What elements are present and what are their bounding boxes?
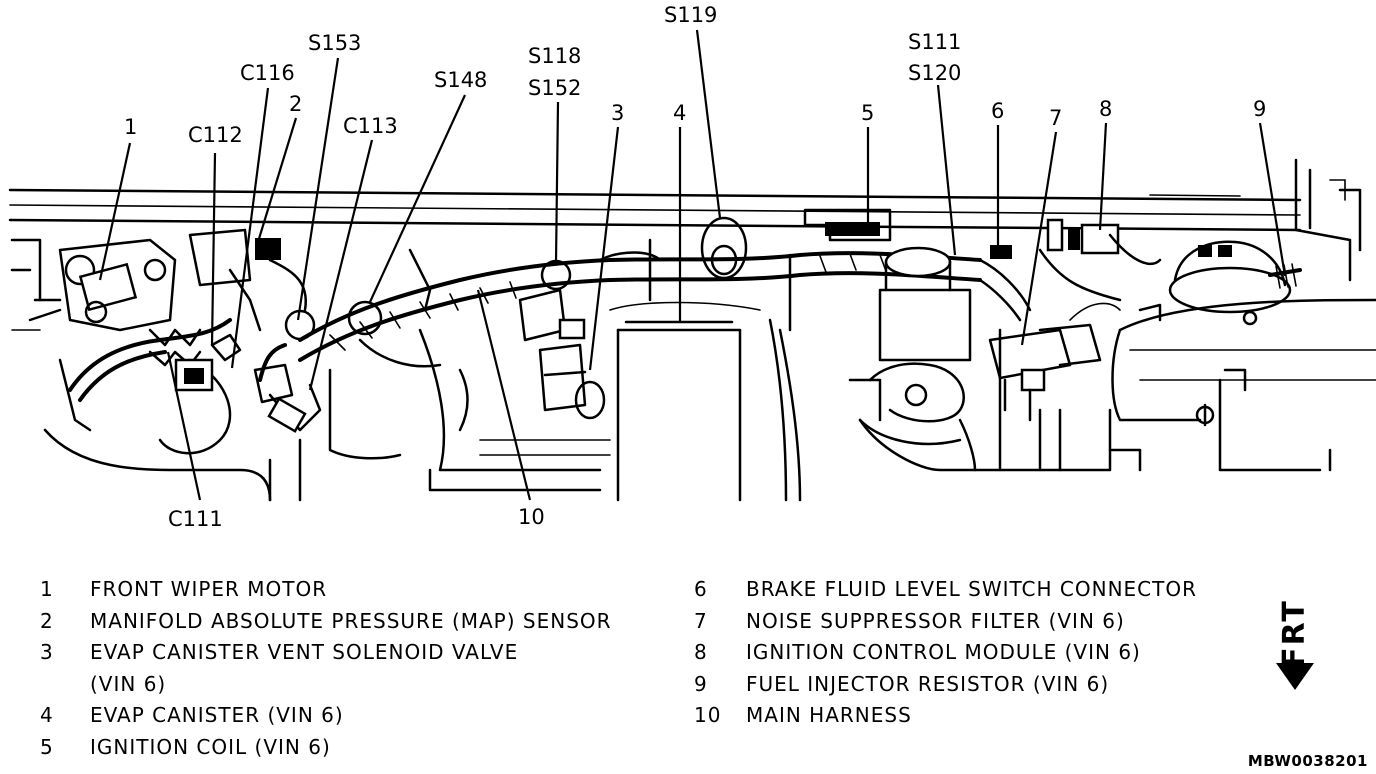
callout-2: 2 bbox=[289, 92, 302, 116]
engine-bay-structure bbox=[43, 298, 1376, 502]
map-sensor bbox=[188, 228, 316, 341]
legend-number: 9 bbox=[694, 671, 708, 696]
callout-8: 8 bbox=[1099, 97, 1112, 121]
callout-s120: S120 bbox=[908, 61, 961, 85]
callout-c113: C113 bbox=[343, 114, 398, 138]
fuel-injector-resistor bbox=[1138, 240, 1302, 326]
legend-text: EVAP CANISTER (VIN 6) bbox=[90, 703, 344, 727]
callout-7: 7 bbox=[1049, 106, 1062, 130]
legend-item: 6 BRAKE FLUID LEVEL SWITCH CONNECTOR bbox=[694, 574, 1197, 606]
arrow-down-icon bbox=[1276, 663, 1314, 690]
callout-c116: C116 bbox=[240, 61, 295, 85]
evap-canister bbox=[609, 301, 761, 502]
legend-text: IGNITION CONTROL MODULE (VIN 6) bbox=[746, 640, 1141, 664]
legend-item: 9 FUEL INJECTOR RESISTOR (VIN 6) bbox=[694, 669, 1197, 701]
legend-text: FUEL INJECTOR RESISTOR (VIN 6) bbox=[746, 671, 1110, 696]
legend-text: (VIN 6) bbox=[90, 671, 167, 696]
engine-compartment-diagram: 1 C112 C116 2 S153 C113 S148 S118 S152 3… bbox=[8, 3, 1376, 531]
legend-left-column: 1 FRONT WIPER MOTOR 2 MANIFOLD ABSOLUTE … bbox=[40, 574, 612, 763]
legend-number: 8 bbox=[694, 640, 708, 664]
legend-text: BRAKE FLUID LEVEL SWITCH CONNECTOR bbox=[746, 577, 1198, 601]
callout-9: 9 bbox=[1253, 97, 1266, 121]
legend-number: 6 bbox=[694, 577, 708, 601]
legend-item: 3 EVAP CANISTER VENT SOLENOID VALVE bbox=[40, 637, 612, 669]
legend-number: 10 bbox=[694, 703, 722, 727]
main-harness bbox=[298, 238, 1032, 362]
front-direction-label: FRT bbox=[1276, 598, 1312, 668]
s119-loop bbox=[700, 216, 748, 280]
evap-vent-solenoid-valve bbox=[518, 259, 606, 420]
figure-code: MBW0038201 bbox=[1247, 752, 1368, 770]
callout-4: 4 bbox=[673, 101, 686, 125]
legend-item: 8 IGNITION CONTROL MODULE (VIN 6) bbox=[694, 637, 1197, 669]
brake-master-cylinder bbox=[848, 245, 1012, 472]
legend-number: 4 bbox=[40, 703, 54, 727]
callout-s111: S111 bbox=[908, 30, 961, 54]
callout-s148: S148 bbox=[434, 68, 487, 92]
ignition-coil bbox=[788, 208, 892, 332]
front-wiper-motor bbox=[28, 238, 177, 332]
callout-labels: 1 C112 C116 2 S153 C113 S148 S118 S152 3… bbox=[124, 3, 1266, 531]
legend-number: 3 bbox=[40, 640, 54, 664]
legend-item: 5 IGNITION COIL (VIN 6) bbox=[40, 732, 612, 764]
callout-c112: C112 bbox=[188, 123, 243, 147]
legend-text: IGNITION COIL (VIN 6) bbox=[90, 734, 331, 759]
legend-item: 10 MAIN HARNESS bbox=[694, 700, 1197, 732]
legend-text: NOISE SUPPRESSOR FILTER (VIN 6) bbox=[746, 608, 1125, 633]
leader-lines bbox=[98, 29, 1287, 501]
legend-text: FRONT WIPER MOTOR bbox=[90, 577, 328, 601]
callout-3: 3 bbox=[611, 101, 624, 125]
callout-s119: S119 bbox=[664, 3, 717, 27]
legend-item: 7 NOISE SUPPRESSOR FILTER (VIN 6) bbox=[694, 606, 1197, 638]
callout-s153: S153 bbox=[308, 31, 361, 55]
legend-number: 7 bbox=[694, 608, 708, 633]
callout-1: 1 bbox=[124, 115, 137, 139]
callout-s118: S118 bbox=[528, 44, 581, 68]
connector-cluster-c111-c112 bbox=[68, 318, 242, 402]
ignition-control-module bbox=[1038, 218, 1162, 302]
legend-item: 1 FRONT WIPER MOTOR bbox=[40, 574, 612, 606]
noise-suppressor-filter bbox=[988, 302, 1121, 422]
callout-10: 10 bbox=[518, 505, 545, 529]
legend-item: 4 EVAP CANISTER (VIN 6) bbox=[40, 700, 612, 732]
legend-number: 2 bbox=[40, 608, 54, 633]
legend-text: EVAP CANISTER VENT SOLENOID VALVE bbox=[90, 640, 519, 664]
callout-5: 5 bbox=[861, 101, 874, 125]
c113-connector bbox=[253, 343, 322, 433]
battery-bracket bbox=[1195, 368, 1332, 472]
legend-number: 1 bbox=[40, 577, 54, 601]
callout-s152: S152 bbox=[528, 76, 581, 100]
legend-number: 5 bbox=[40, 734, 54, 759]
callout-c111: C111 bbox=[168, 507, 223, 531]
legend-text: MAIN HARNESS bbox=[746, 703, 912, 727]
legend-text: MANIFOLD ABSOLUTE PRESSURE (MAP) SENSOR bbox=[90, 608, 612, 633]
legend-right-column: 6 BRAKE FLUID LEVEL SWITCH CONNECTOR 7 N… bbox=[694, 574, 1197, 732]
legend-item-continuation: (VIN 6) bbox=[40, 669, 612, 701]
front-direction-indicator: FRT bbox=[1272, 585, 1318, 690]
legend: 1 FRONT WIPER MOTOR 2 MANIFOLD ABSOLUTE … bbox=[0, 560, 1376, 774]
callout-6: 6 bbox=[991, 99, 1004, 123]
legend-item: 2 MANIFOLD ABSOLUTE PRESSURE (MAP) SENSO… bbox=[40, 606, 612, 638]
